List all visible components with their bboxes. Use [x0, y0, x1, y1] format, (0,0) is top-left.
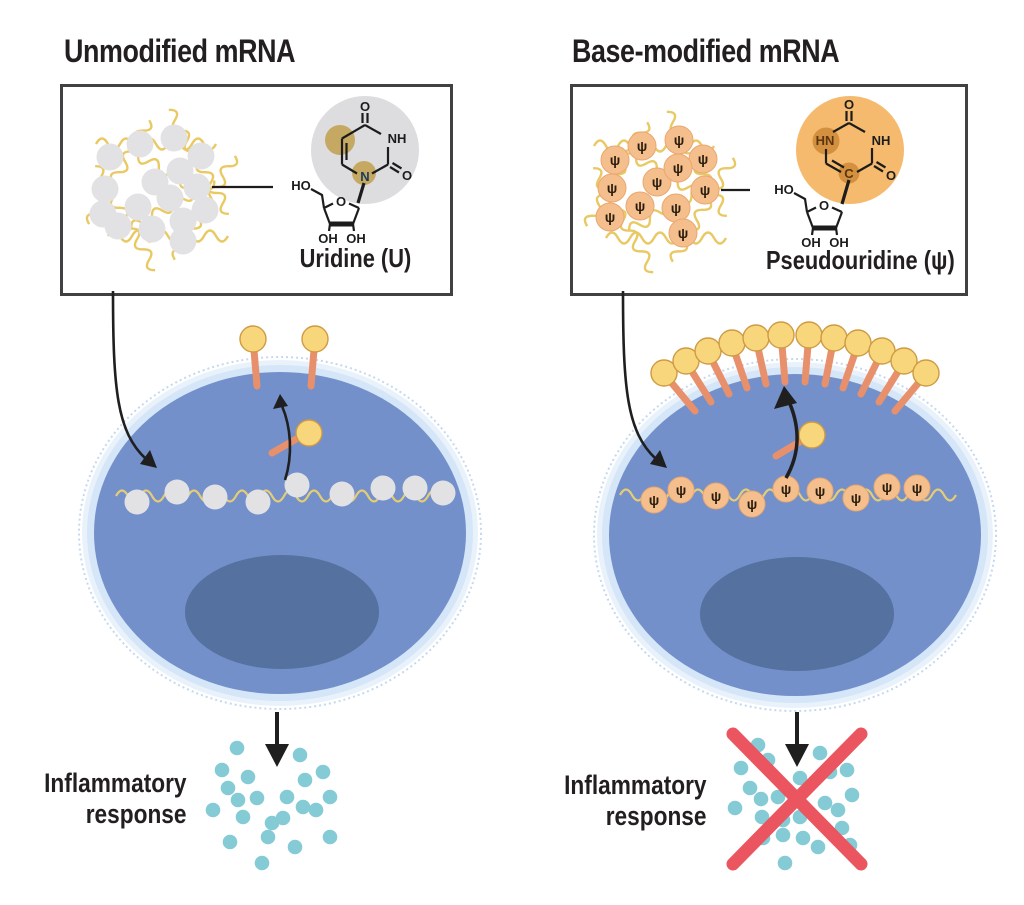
right-cell: ψ ψ ψ ψ ψ ψ ψ ψ ψ: [593, 321, 997, 712]
left-panel-title: Unmodified mRNA: [64, 33, 296, 69]
psi-badge: ψ: [882, 479, 893, 495]
blocked-cross-icon: [726, 727, 868, 871]
psi-badge: ψ: [711, 488, 722, 504]
atom-label-o-side: O: [402, 168, 412, 183]
psi-badge: ψ: [700, 182, 711, 198]
right-transport-arrow: [774, 386, 799, 479]
atom-label-oh-right: OH: [829, 235, 849, 250]
pseudouridine-structure: O HN NH O C HO O OH OH: [774, 96, 904, 250]
atom-label-oh-right: OH: [346, 231, 366, 246]
psi-badge: ψ: [674, 132, 685, 148]
psi-badge: ψ: [637, 138, 648, 154]
atom-label-hn: HN: [816, 133, 835, 148]
atom-label-nh: NH: [388, 131, 407, 146]
atom-label-oh-left: OH: [318, 231, 338, 246]
psi-badge: ψ: [649, 492, 660, 508]
atom-label-c: C: [844, 166, 854, 181]
atom-label-o-top: O: [844, 97, 854, 112]
right-output-arrow: [785, 712, 809, 767]
unmodified-mrna-box: [60, 84, 453, 296]
atom-label-oh-left: OH: [801, 235, 821, 250]
psi-badge: ψ: [747, 496, 758, 512]
right-cell-mrna-strand: ψ ψ ψ ψ ψ ψ ψ ψ ψ: [619, 473, 957, 518]
left-output-arrow: [265, 712, 289, 767]
psi-badge: ψ: [912, 480, 923, 496]
psi-badge: ψ: [673, 160, 684, 176]
atom-label-o-top: O: [360, 99, 370, 114]
right-mrna-tangle: ψ ψ ψ ψ ψ ψ ψ ψ ψ ψ ψ ψ: [583, 110, 750, 274]
right-surface-receptors: [650, 321, 940, 415]
psi-badge: ψ: [781, 481, 792, 497]
psi-badge: ψ: [678, 225, 689, 241]
psi-badge: ψ: [676, 482, 687, 498]
left-entry-arrow: [111, 290, 157, 468]
right-entry-arrow: [621, 290, 667, 468]
right-panel-title: Base-modified mRNA: [572, 33, 840, 69]
psi-nucleosides: ψ ψ ψ ψ ψ ψ ψ ψ ψ ψ ψ ψ: [595, 125, 720, 248]
left-surface-receptors: [239, 325, 329, 390]
left-cell-mrna-strand: [115, 472, 456, 515]
atom-label-o-side: O: [886, 168, 896, 183]
psi-badge: ψ: [815, 483, 826, 499]
left-nucleus: [185, 555, 379, 669]
psi-badge: ψ: [605, 209, 616, 225]
left-cell: [78, 325, 482, 710]
atom-label-o-ring: O: [336, 194, 346, 209]
psi-badge: ψ: [607, 180, 618, 196]
pseudouridine-label: Pseudouridine (ψ): [765, 245, 955, 275]
psi-badge: ψ: [851, 490, 862, 506]
psi-badge: ψ: [698, 151, 709, 167]
uridine-structure: O NH O N HO O OH OH: [291, 96, 419, 246]
uridine-label: Uridine (U): [299, 243, 411, 273]
left-mrna-tangle: [85, 108, 273, 272]
left-transport-arrow: [273, 394, 292, 481]
atom-label-ho: HO: [774, 182, 794, 197]
atom-label-nh: NH: [872, 133, 891, 148]
psi-badge: ψ: [671, 200, 682, 216]
right-nucleus: [700, 557, 894, 671]
psi-badge: ψ: [610, 152, 621, 168]
atom-label-ho: HO: [291, 178, 311, 193]
psi-badge: ψ: [635, 198, 646, 214]
atom-label-o-ring: O: [819, 198, 829, 213]
psi-badge: ψ: [652, 174, 663, 190]
base-modified-mrna-box: [570, 84, 968, 296]
left-cytokine-dots: [205, 740, 338, 871]
left-transport-receptor: [268, 419, 323, 457]
atom-label-n: N: [360, 169, 369, 184]
